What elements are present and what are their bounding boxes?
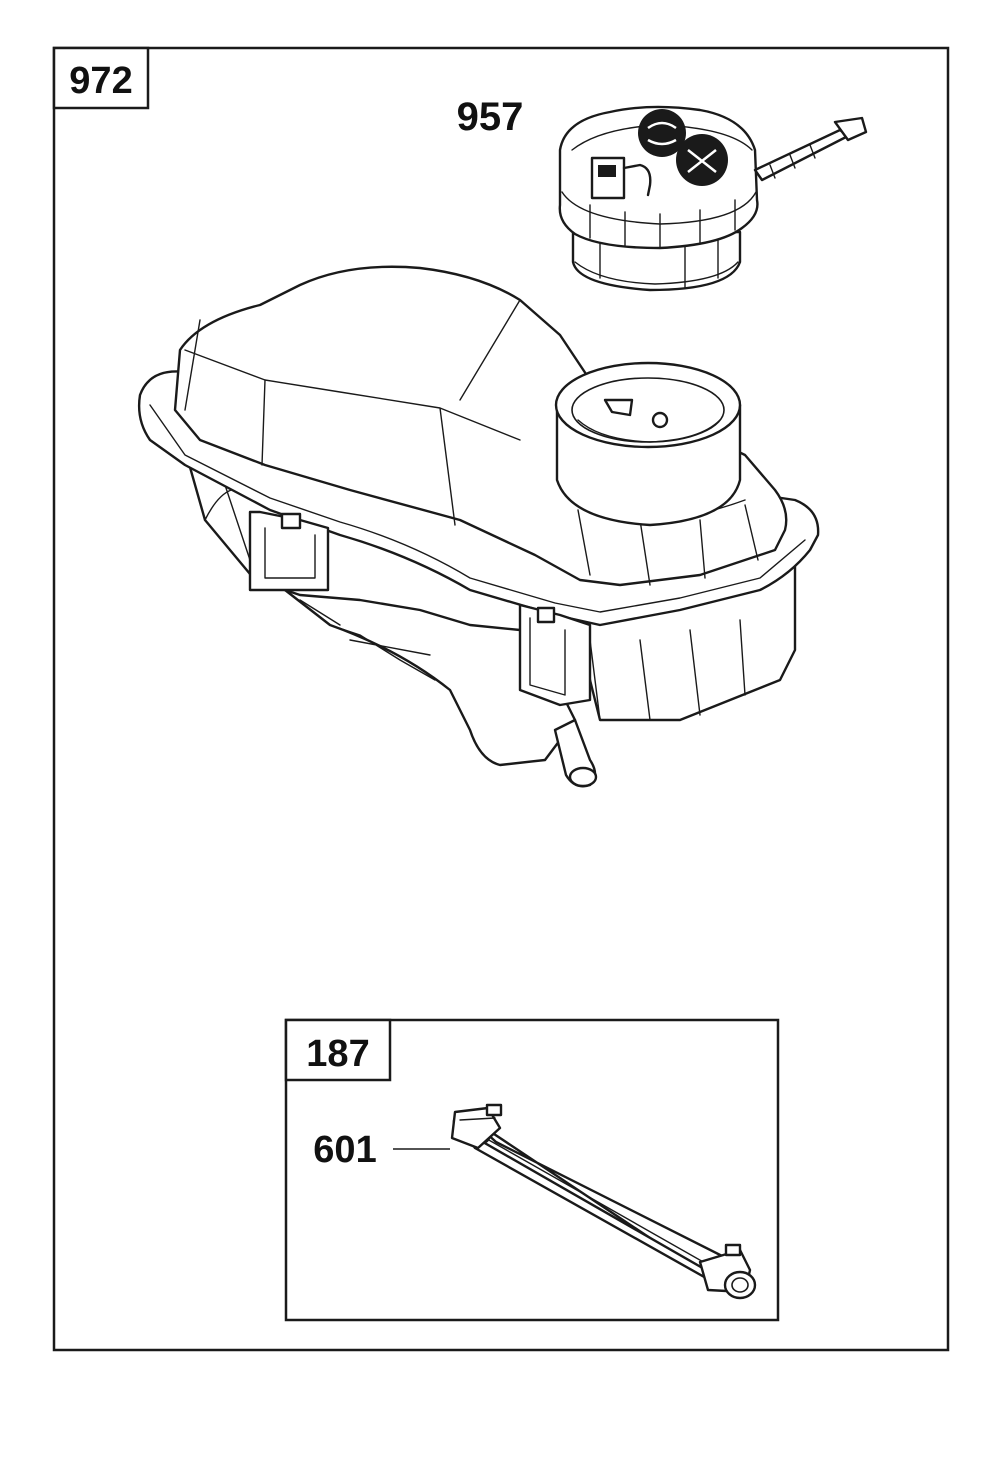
oil-symbol-disc	[638, 109, 686, 157]
mounting-clip-left	[248, 510, 330, 592]
fuel-cap-diagram[interactable]	[558, 105, 868, 292]
fuel-pump-icon	[590, 156, 652, 200]
fuel-line-diagram[interactable]	[448, 1103, 757, 1300]
mounting-clip-right	[518, 603, 592, 707]
kit-number-label: 972	[69, 60, 132, 102]
kit-number-box	[52, 46, 150, 110]
fuel-line-callout[interactable]: 601	[313, 1129, 376, 1171]
fuel-line-kit-frame	[284, 1018, 780, 1322]
fuel-line-kit-label: 187	[306, 1033, 369, 1075]
fuel-cap-callout[interactable]: 957	[457, 95, 524, 139]
assembly-frame	[52, 46, 950, 1352]
fuel-tank-diagram[interactable]	[137, 265, 820, 788]
fuel-line-kit-number-box	[284, 1018, 392, 1082]
